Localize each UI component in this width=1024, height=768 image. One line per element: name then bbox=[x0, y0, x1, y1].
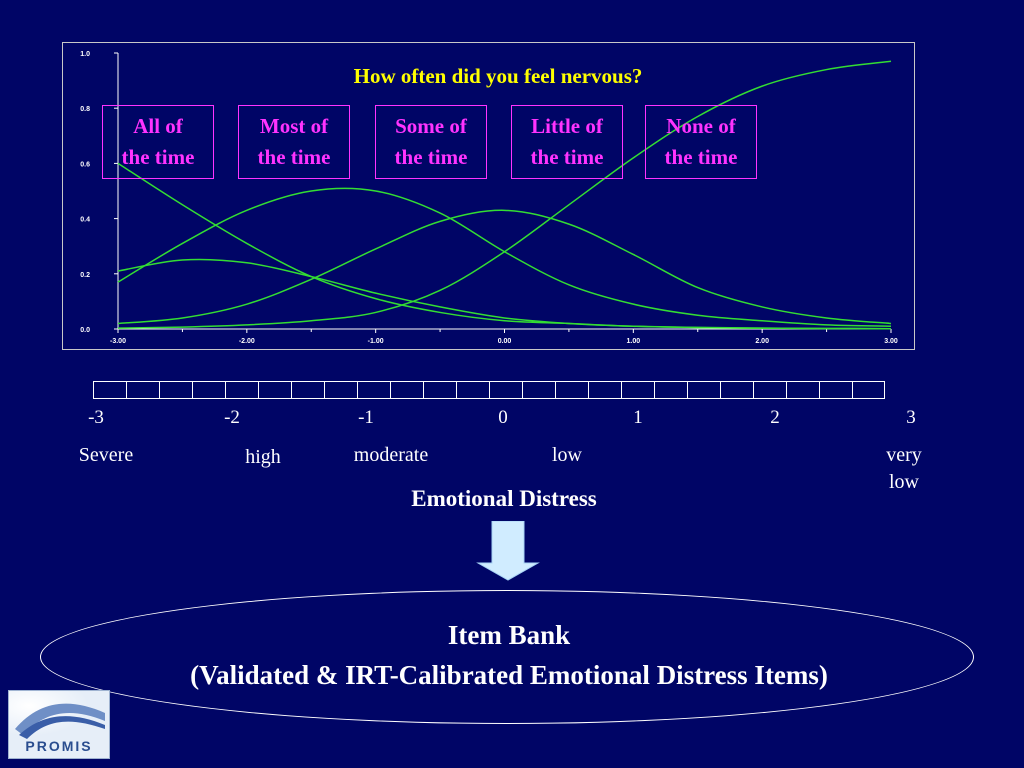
category-line1: None of bbox=[666, 114, 736, 138]
irt-chart-svg: 0.0 0.2 0.4 0.6 0.8 1.0 -3.00 -2.00 -1.00 0.00 1.… bbox=[80, 51, 898, 345]
series-line-4 bbox=[117, 209, 892, 325]
y-tick-label: 0.0 bbox=[80, 327, 90, 334]
series-lines bbox=[117, 60, 892, 330]
scale-label-very-low: very low bbox=[886, 442, 922, 496]
category-line2: the time bbox=[530, 145, 604, 169]
category-line2: the time bbox=[394, 145, 468, 169]
category-line1: All of bbox=[133, 114, 183, 138]
x-tick-label: -1.00 bbox=[368, 338, 384, 345]
scale-number: 0 bbox=[498, 407, 508, 428]
logo-text: PROMIS bbox=[25, 738, 93, 754]
ruler-cell bbox=[720, 381, 753, 399]
ruler-cell bbox=[390, 381, 423, 399]
item-bank-title: Item Bank bbox=[447, 620, 571, 650]
ruler-cell bbox=[522, 381, 555, 399]
y-tick-label: 1.0 bbox=[80, 51, 90, 58]
category-line2: the time bbox=[664, 145, 738, 169]
ruler-cell bbox=[126, 381, 159, 399]
down-arrow-icon bbox=[476, 521, 540, 581]
category-box-some: Some of the time bbox=[375, 105, 487, 179]
x-axis: -3.00 -2.00 -1.00 0.00 1.00 2.00 3.00 bbox=[110, 328, 898, 345]
scale-number: -3 bbox=[88, 407, 104, 428]
series-line-3 bbox=[117, 187, 892, 327]
scale-label-high: high bbox=[245, 446, 281, 468]
item-bank-ellipse bbox=[40, 590, 974, 724]
ruler-cell bbox=[852, 381, 885, 399]
y-tick-label: 0.8 bbox=[80, 106, 90, 113]
category-line2: the time bbox=[121, 145, 195, 169]
ruler-cell bbox=[324, 381, 357, 399]
y-tick-label: 0.6 bbox=[80, 161, 90, 168]
scale-number: -1 bbox=[358, 407, 374, 428]
y-axis: 0.0 0.2 0.4 0.6 0.8 1.0 bbox=[80, 51, 119, 334]
y-tick-label: 0.4 bbox=[80, 217, 90, 224]
scale-number: 1 bbox=[633, 407, 643, 428]
ruler-cell bbox=[786, 381, 819, 399]
item-bank-subtitle: (Validated & IRT-Calibrated Emotional Di… bbox=[190, 660, 828, 690]
x-tick-label: 0.00 bbox=[498, 338, 512, 345]
category-box-little: Little of the time bbox=[511, 105, 623, 179]
ruler-cell bbox=[93, 381, 126, 399]
series-line-2 bbox=[117, 258, 892, 330]
scale-ruler bbox=[93, 381, 885, 399]
x-tick-label: 1.00 bbox=[627, 338, 641, 345]
x-tick-label: 3.00 bbox=[884, 338, 898, 345]
category-box-most: Most of the time bbox=[238, 105, 350, 179]
category-line1: Some of bbox=[395, 114, 467, 138]
logo-swoosh-icon bbox=[9, 691, 109, 741]
scale-label-severe: Severe bbox=[78, 444, 134, 466]
ruler-cell bbox=[258, 381, 291, 399]
ruler-cell bbox=[753, 381, 786, 399]
x-tick-label: -2.00 bbox=[239, 338, 255, 345]
x-tick-label: 2.00 bbox=[755, 338, 769, 345]
scale-label-very: very bbox=[886, 444, 922, 466]
ruler-cell bbox=[489, 381, 522, 399]
category-box-all: All of the time bbox=[102, 105, 214, 179]
category-box-none: None of the time bbox=[645, 105, 757, 179]
category-line2: the time bbox=[257, 145, 331, 169]
scale-number: 3 bbox=[906, 407, 916, 428]
promis-logo: PROMIS bbox=[8, 690, 110, 759]
category-line1: Little of bbox=[531, 114, 603, 138]
series-line-1 bbox=[117, 162, 892, 330]
ruler-cell bbox=[687, 381, 720, 399]
irt-chart: 0.0 0.2 0.4 0.6 0.8 1.0 -3.00 -2.00 -1.00 0.00 1.… bbox=[62, 42, 915, 350]
ruler-cell bbox=[192, 381, 225, 399]
ruler-cell bbox=[456, 381, 489, 399]
ruler-cell bbox=[291, 381, 324, 399]
scale-number: 2 bbox=[770, 407, 780, 428]
ruler-cell bbox=[654, 381, 687, 399]
chart-title: How often did you feel nervous? bbox=[354, 64, 643, 88]
x-tick-label: -3.00 bbox=[110, 338, 126, 345]
scale-label-low-2: low bbox=[888, 471, 919, 493]
category-line1: Most of bbox=[259, 114, 329, 138]
ruler-cell bbox=[819, 381, 852, 399]
ruler-cell bbox=[588, 381, 621, 399]
ruler-cell bbox=[357, 381, 390, 399]
scale-label-low: low bbox=[552, 444, 582, 466]
scale-number: -2 bbox=[224, 407, 240, 428]
ruler-cell bbox=[621, 381, 654, 399]
ruler-cell bbox=[555, 381, 588, 399]
scale-label-moderate: moderate bbox=[353, 444, 429, 466]
series-line-5 bbox=[117, 60, 892, 329]
ruler-cell bbox=[225, 381, 258, 399]
ruler-cell bbox=[159, 381, 192, 399]
axis-title: Emotional Distress bbox=[411, 486, 597, 511]
y-tick-label: 0.2 bbox=[80, 272, 90, 279]
ruler-cell bbox=[423, 381, 456, 399]
